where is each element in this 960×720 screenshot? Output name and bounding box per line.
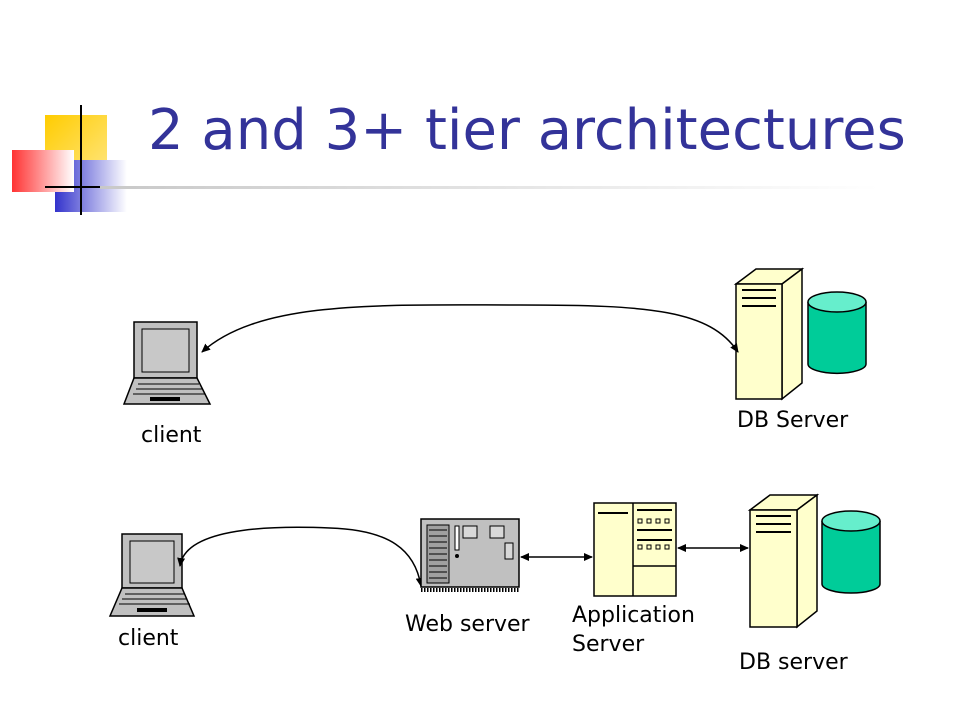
app-server-label-line1: Application [572, 603, 695, 628]
slide-title: 2 and 3+ tier architectures [148, 98, 906, 163]
web-server-icon [420, 518, 520, 592]
logo-red-square [12, 150, 74, 192]
application-server-icon [593, 502, 677, 597]
three-tier-database-icon [821, 510, 881, 594]
logo-vertical-line [80, 105, 82, 215]
logo-horizontal-line [45, 186, 135, 188]
title-divider [100, 186, 880, 189]
two-tier-client-label: client [141, 423, 202, 448]
web-server-label: Web server [405, 612, 530, 637]
app-server-label-line2: Server [572, 632, 645, 657]
three-tier-db-server-label: DB server [739, 650, 848, 675]
two-tier-db-server-label: DB Server [737, 408, 849, 433]
two-tier-client-laptop-icon [122, 321, 212, 405]
two-tier-db-server-tower-icon [733, 267, 805, 401]
three-tier-client-label: client [118, 626, 179, 651]
client-web-connection-arrow [177, 526, 424, 587]
two-tier-connection-arrow [201, 304, 739, 353]
three-tier-db-server-tower-icon [747, 493, 820, 629]
two-tier-database-icon [807, 291, 867, 375]
three-tier-client-laptop-icon [108, 533, 196, 617]
